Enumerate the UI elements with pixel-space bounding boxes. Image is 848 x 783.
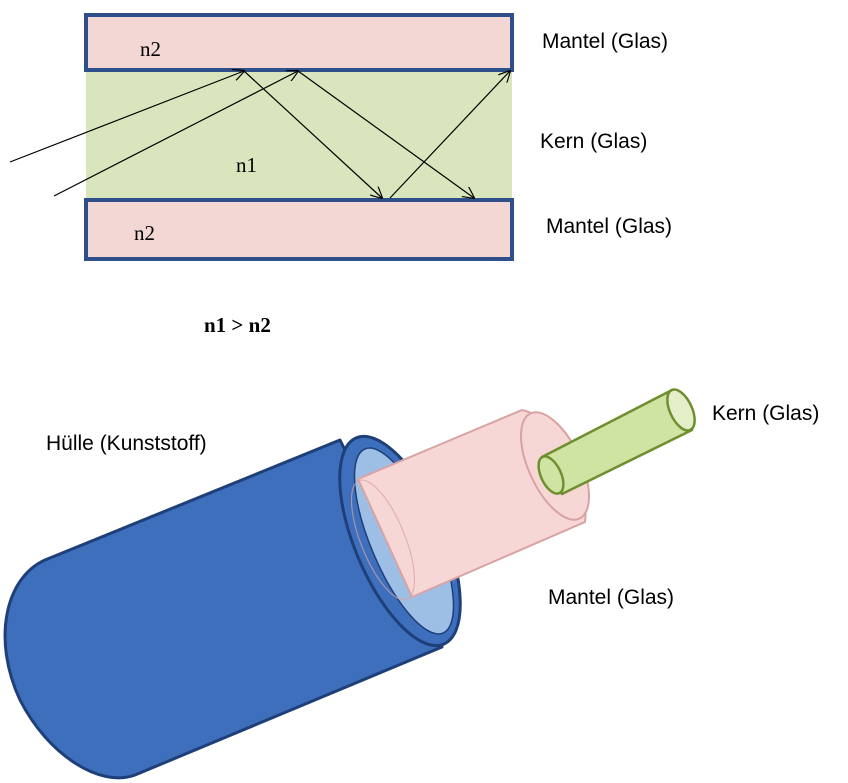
core-index-label: n1 [236, 153, 257, 177]
incoming-ray-2 [53, 71, 298, 197]
cladding-bottom-index-label: n2 [134, 221, 155, 245]
reflected-ray-3 [389, 71, 510, 199]
index-relation-label: n1 > n2 [204, 313, 271, 337]
side-label-core: Kern (Glas) [540, 130, 647, 153]
cable-diagram: Hülle (Kunststoff) Kern (Glas) Mantel (G… [3, 388, 819, 780]
light-rays [9, 70, 510, 199]
cladding-sleeve-label: Mantel (Glas) [548, 586, 674, 609]
core-rod [537, 388, 696, 496]
cross-section-diagram: n2 n1 n2 n1 > n2 Mantel (Glas) Kern (Gla… [9, 13, 672, 337]
cladding-top-index-label: n2 [140, 37, 161, 61]
reflected-ray-1 [243, 70, 382, 198]
core-rod-label: Kern (Glas) [712, 402, 819, 425]
cladding-bottom-band [84, 198, 514, 261]
reflected-ray-2 [297, 70, 474, 198]
side-label-cladding-bottom: Mantel (Glas) [546, 215, 672, 238]
cladding-sleeve-left-edge [350, 479, 416, 601]
side-label-cladding-top: Mantel (Glas) [542, 30, 668, 53]
core-rod-base [537, 455, 565, 495]
core-band [86, 70, 512, 200]
incoming-ray-1 [9, 71, 244, 163]
core-rod-end-face [666, 388, 696, 432]
jacket-label: Hülle (Kunststoff) [46, 432, 207, 455]
jacket-body [3, 438, 444, 780]
